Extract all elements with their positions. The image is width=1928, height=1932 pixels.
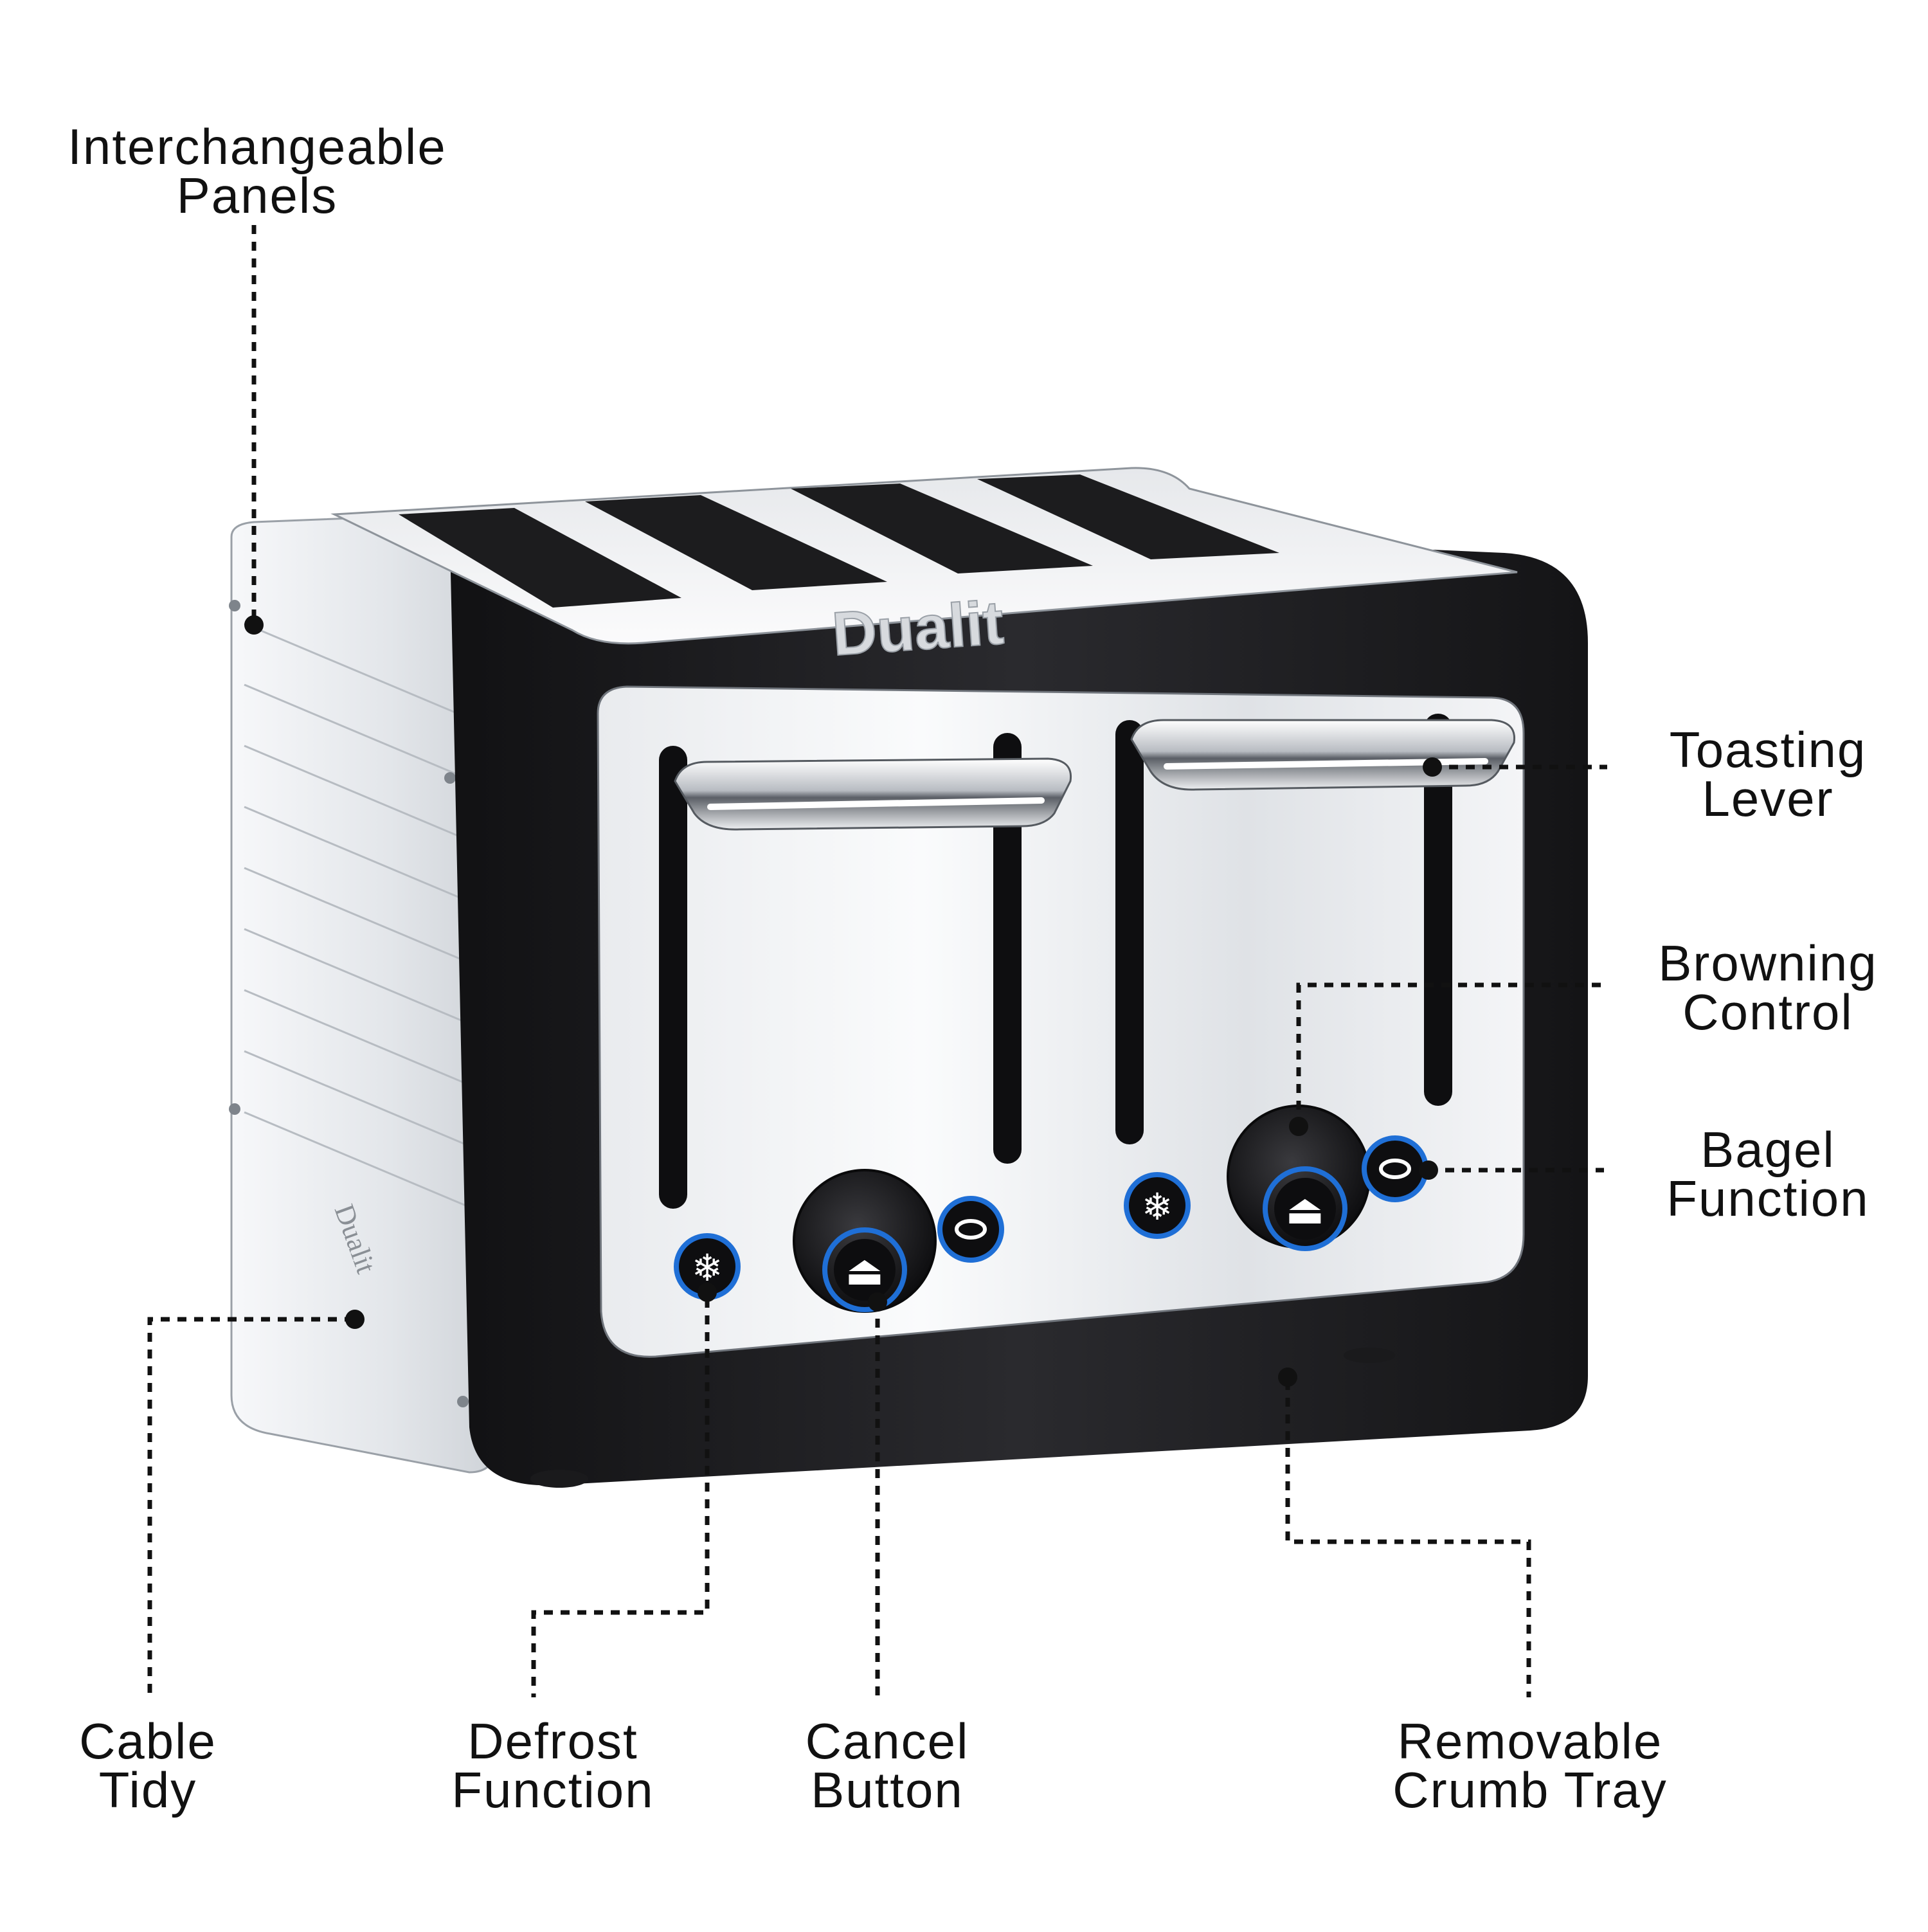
- label-cancel-button: Cancel Button: [752, 1713, 1022, 1818]
- toasting-lever-left: [674, 757, 1072, 831]
- label-line: Defrost: [467, 1713, 638, 1769]
- defrost-button-left: ❄: [674, 1233, 741, 1300]
- callout-lines: [147, 225, 1607, 1697]
- toasting-lever-right: [1130, 719, 1516, 791]
- side-panel-grooves: [244, 622, 489, 1216]
- label-line: Toasting: [1669, 721, 1867, 778]
- bread-slot-1: [399, 508, 681, 608]
- bagel-button-right: [1362, 1135, 1428, 1202]
- label-line: Tidy: [98, 1762, 197, 1818]
- label-line: Cancel: [805, 1713, 969, 1769]
- label-line: Browning: [1658, 935, 1878, 991]
- label-line: Panels: [176, 167, 338, 224]
- side-panel-screws: [229, 600, 469, 1407]
- label-removable-crumb-tray: Removable Crumb Tray: [1363, 1713, 1697, 1818]
- label-line: Interchangeable: [68, 118, 447, 175]
- toaster-feet: [530, 1348, 1395, 1488]
- cancel-eject-icon: ⏏: [845, 1247, 884, 1295]
- bread-slot-3: [791, 483, 1093, 573]
- bread-slot-4: [977, 474, 1279, 559]
- label-line: Control: [1682, 984, 1853, 1040]
- bread-slot-2: [585, 495, 887, 590]
- defrost-button-right: ❄: [1124, 1172, 1191, 1239]
- label-line: Function: [1666, 1170, 1869, 1227]
- label-interchangeable-panels: Interchangeable Panels: [39, 118, 476, 224]
- label-bagel-function: Bagel Function: [1620, 1121, 1916, 1227]
- label-defrost-function: Defrost Function: [411, 1713, 694, 1818]
- label-line: Lever: [1702, 770, 1834, 827]
- callout-line-cable: [147, 1317, 354, 1697]
- label-browning-control: Browning Control: [1614, 935, 1922, 1040]
- label-line: Bagel: [1700, 1121, 1835, 1178]
- label-line: Removable: [1397, 1713, 1663, 1769]
- top-brand-logo: Dualit: [830, 588, 1005, 669]
- snowflake-icon: ❄: [692, 1246, 723, 1290]
- callout-dots: [244, 615, 1442, 1387]
- browning-dial-left: ⏏: [793, 1169, 937, 1313]
- callout-line-browning: [1296, 982, 1601, 1132]
- cancel-eject-icon-right: ⏏: [1286, 1186, 1324, 1234]
- label-toasting-lever: Toasting Lever: [1633, 721, 1903, 827]
- label-line: Cable: [79, 1713, 217, 1769]
- callout-line-defrost: [531, 1299, 710, 1697]
- snowflake-icon-right: ❄: [1142, 1185, 1173, 1229]
- label-line: Crumb Tray: [1392, 1762, 1668, 1818]
- label-cable-tidy: Cable Tidy: [39, 1713, 257, 1818]
- label-line: Button: [811, 1762, 964, 1818]
- bagel-button-left: [937, 1196, 1004, 1263]
- bread-slots: [399, 474, 1279, 608]
- front-lever-slots: [659, 714, 1452, 1209]
- browning-dial-right: ⏏: [1227, 1105, 1371, 1251]
- label-line: Function: [451, 1762, 654, 1818]
